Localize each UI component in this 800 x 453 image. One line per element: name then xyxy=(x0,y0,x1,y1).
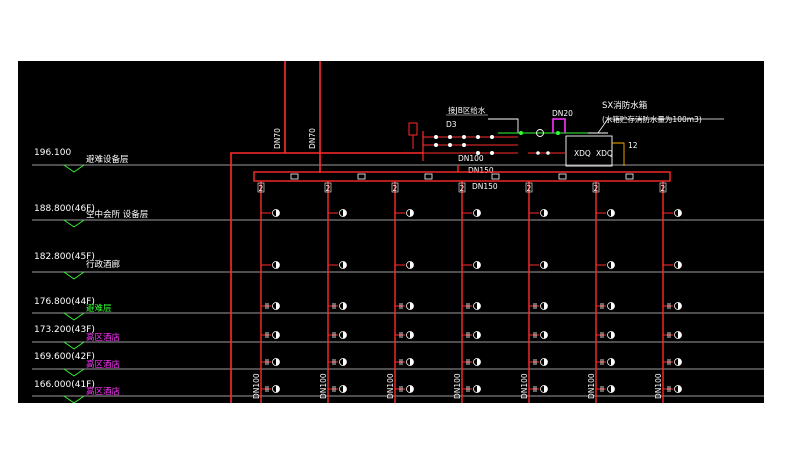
xdq-label-1: XDQ xyxy=(574,149,591,158)
level-marker-45f xyxy=(63,271,85,280)
header-valve-icon xyxy=(290,173,299,180)
d3-label: D3 xyxy=(446,120,457,129)
tank-title: SX消防水箱 xyxy=(602,100,648,111)
zone-label-44f: 避难层 xyxy=(86,303,112,314)
dn20-connector xyxy=(552,118,566,133)
zone-label-196: 避难设备层 xyxy=(86,154,129,165)
level-elev-43f: 173.200(43F) xyxy=(34,325,95,335)
header-valve-icon xyxy=(625,173,634,180)
level-marker-196 xyxy=(63,164,85,173)
header-valve-icon xyxy=(357,173,366,180)
level-marker-44f xyxy=(63,312,85,321)
level-elev-46f: 188.800(46F) xyxy=(34,204,95,214)
dn70-label-b: DN70 xyxy=(308,128,317,149)
supply-label: 接JB区给水 xyxy=(448,105,486,115)
riser-size-label: DN100 xyxy=(654,373,663,399)
riser-size-label: DN100 xyxy=(386,373,395,399)
header-valve-icon xyxy=(558,173,567,180)
riser-number-box xyxy=(592,182,600,193)
riser-number-box xyxy=(257,182,265,193)
dn150-label-top: DN150 xyxy=(468,166,494,175)
riser-number-box xyxy=(391,182,399,193)
riser-number-box xyxy=(659,182,667,193)
riser-number-box xyxy=(525,182,533,193)
cad-canvas: 196.100 188.800(46F) 182.800(45F) 176.80… xyxy=(18,61,764,403)
level-marker-41f xyxy=(63,395,85,403)
dn150-label-main: DN150 xyxy=(472,182,498,191)
level-marker-43f xyxy=(63,341,85,350)
riser-size-label: DN100 xyxy=(252,373,261,399)
riser-size-label: DN100 xyxy=(520,373,529,399)
riser-number: 2 xyxy=(594,184,599,193)
header-valve-icon xyxy=(424,173,433,180)
zone-label-46f: 空中会所 设备层 xyxy=(86,209,148,220)
riser-size-label: DN100 xyxy=(453,373,462,399)
tank-note: (水箱贮存消防水量为100m3) xyxy=(602,114,702,124)
riser-number: 2 xyxy=(259,184,264,193)
dn100-main-label: DN100 xyxy=(458,154,484,163)
riser-size-label: DN100 xyxy=(587,373,596,399)
riser-number: 2 xyxy=(326,184,331,193)
tank-supply-assembly: 接JB区给水 D3 DN20 SX消防水箱 (水箱贮存消防水量为100m3) D… xyxy=(408,100,724,191)
zone-label-45f: 行政酒廊 xyxy=(86,259,121,270)
xdq-label-2: XDQ xyxy=(596,149,613,158)
riser-group: 2DN1002DN1002DN1002DN1002DN1002DN1002DN1… xyxy=(252,181,682,403)
level-elev-41f: 166.000(41F) xyxy=(34,380,95,390)
dn150-header-pipe xyxy=(253,171,671,182)
zone-label-43f: 高区酒店 xyxy=(86,332,121,343)
fire-water-tank xyxy=(565,135,613,167)
zone-label-42f: 高区酒店 xyxy=(86,359,121,370)
riser-number: 2 xyxy=(460,184,465,193)
riser-number-box xyxy=(458,182,466,193)
zone-label-41f: 高区酒店 xyxy=(86,386,121,397)
level-marker-42f xyxy=(63,368,85,377)
label-12: 12 xyxy=(628,141,638,150)
dn20-label: DN20 xyxy=(552,109,573,118)
riser-number-box xyxy=(324,182,332,193)
riser-size-label: DN100 xyxy=(319,373,328,399)
main-header xyxy=(253,165,671,182)
level-elev-42f: 169.600(42F) xyxy=(34,352,95,362)
dn70-pipes xyxy=(230,61,423,403)
riser-number: 2 xyxy=(527,184,532,193)
level-elev-44f: 176.800(44F) xyxy=(34,297,95,307)
level-marker-46f xyxy=(63,219,85,228)
gauge-icon xyxy=(408,122,418,136)
valve-icons xyxy=(434,135,494,155)
level-lines: 196.100 188.800(46F) 182.800(45F) 176.80… xyxy=(32,148,764,403)
level-elev-196: 196.100 xyxy=(34,148,71,158)
piping-system-diagram: 196.100 188.800(46F) 182.800(45F) 176.80… xyxy=(32,61,764,403)
dn70-bypass-pipe xyxy=(230,152,285,403)
dn70-label-a: DN70 xyxy=(273,128,282,149)
valve-green-icon xyxy=(556,131,560,135)
meter-icon xyxy=(536,129,544,137)
riser-number: 2 xyxy=(661,184,666,193)
level-elev-45f: 182.800(45F) xyxy=(34,252,95,262)
riser-number: 2 xyxy=(393,184,398,193)
header-valve-icon xyxy=(491,173,500,180)
valve-green-icon xyxy=(519,131,523,135)
